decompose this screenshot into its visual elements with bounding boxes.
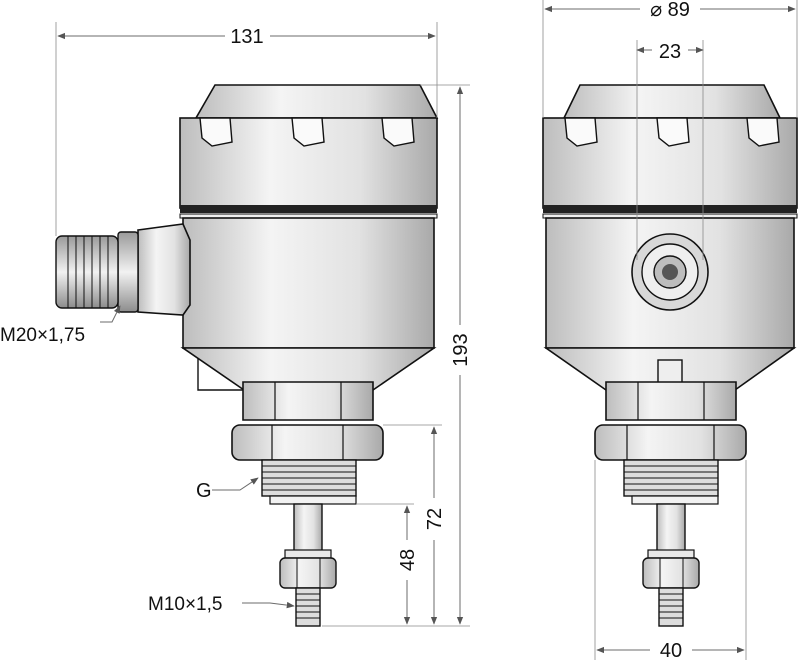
dim-193: 193 — [450, 333, 472, 366]
hex-nut-lower — [231, 424, 384, 461]
side-view — [55, 84, 439, 627]
dimension-lines — [55, 0, 798, 660]
front-view — [542, 84, 798, 627]
cable-gland-front — [631, 233, 709, 311]
cable-gland — [55, 223, 191, 316]
dimension-labels: 131 ⌀ 89 23 193 72 48 40 — [230, 0, 690, 660]
dim-72: 72 — [424, 508, 446, 530]
thread-labels: M20×1,75 G M10×1,5 — [0, 325, 222, 615]
hex-nut-lower-front — [594, 424, 747, 461]
label-m10: M10×1,5 — [148, 594, 222, 615]
dim-131: 131 — [230, 26, 263, 48]
lid-tabs-front — [564, 117, 780, 147]
lid-top — [194, 84, 439, 119]
probe-nut-front — [642, 557, 700, 589]
hex-nut-upper-front — [605, 381, 737, 421]
dim-40: 40 — [660, 640, 682, 660]
dim-48: 48 — [397, 549, 419, 571]
dim-23: 23 — [659, 41, 681, 63]
dim-diameter-89: ⌀ 89 — [650, 0, 690, 21]
hex-nut-upper — [242, 381, 374, 421]
probe-nut — [279, 557, 337, 589]
housing — [182, 217, 435, 349]
probe-shaft-front — [656, 503, 686, 559]
label-g: G — [196, 480, 212, 502]
lid-top-front — [562, 84, 782, 119]
probe-shaft — [293, 503, 323, 559]
label-m20: M20×1,75 — [0, 325, 85, 346]
lid-tabs — [199, 117, 415, 147]
seal-ring — [180, 205, 437, 213]
